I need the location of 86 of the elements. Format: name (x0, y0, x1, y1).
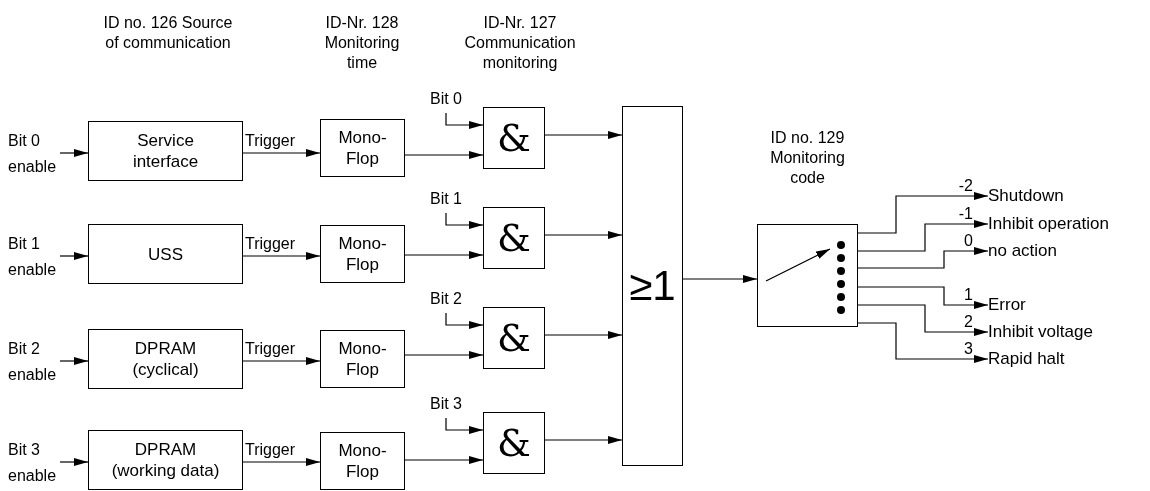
edge-label: Trigger (245, 131, 297, 151)
process-box (88, 329, 243, 389)
and-gate (483, 412, 545, 474)
arrow (857, 192, 989, 234)
process-box (88, 430, 243, 490)
arrow (242, 149, 321, 157)
and-gate (483, 307, 545, 369)
and-symbol: & (497, 319, 531, 357)
edge-label: 2 (963, 312, 973, 332)
node-text: Mono-Flop (337, 440, 388, 482)
arrow (404, 251, 484, 259)
and-symbol: & (497, 424, 531, 462)
arrow (59, 252, 89, 260)
arrow (242, 252, 321, 260)
edge-label: Bit 3 (430, 394, 463, 414)
column-heading: ID-Nr. 127 Communication monitoring (463, 13, 577, 73)
edge-label: Trigger (245, 440, 297, 460)
node-text: enable (8, 365, 57, 385)
arrow (857, 286, 989, 309)
and-gate (483, 207, 545, 269)
edge-label: 1 (963, 285, 973, 305)
and-symbol: & (497, 219, 531, 257)
node-text: Bit 3 (8, 440, 40, 460)
arrow (682, 275, 758, 283)
node-text: Bit 1 (8, 234, 40, 254)
edge-label: Trigger (245, 234, 297, 254)
column-heading: ID-Nr. 128 Monitoring time (323, 13, 401, 73)
arrow (445, 212, 484, 229)
arrow (857, 322, 989, 363)
node-text: enable (8, 157, 57, 177)
and-symbol: & (497, 119, 531, 157)
arrow (59, 458, 89, 466)
arrow (59, 149, 89, 157)
node-text: Mono-Flop (337, 338, 388, 380)
arrow (544, 331, 623, 339)
process-box (88, 121, 243, 181)
process-box (88, 224, 243, 284)
monoflop-box (320, 432, 405, 490)
or-symbol: ≥1 (629, 265, 676, 307)
edge-label: Bit 2 (430, 289, 463, 309)
node-text: DPRAM (cyclical) (131, 338, 200, 380)
arrow (404, 151, 484, 159)
node-text: Bit 0 (8, 131, 40, 151)
column-heading: ID no. 129 Monitoring code (769, 128, 846, 188)
or-gate (622, 106, 683, 466)
monoflop-box (320, 119, 405, 177)
arrow (445, 112, 484, 129)
node-text: USS (148, 243, 183, 265)
edge-label: Bit 0 (430, 89, 463, 109)
node-text: Bit 2 (8, 339, 40, 359)
arrow (857, 220, 989, 252)
node-text: Mono-Flop (337, 127, 388, 169)
node-text: Shutdown (988, 185, 1064, 207)
arrow (404, 351, 484, 359)
arrow (857, 247, 989, 269)
arrow (544, 436, 623, 444)
edge-label: -1 (957, 204, 973, 224)
node-text: enable (8, 466, 57, 486)
edge-label: Trigger (245, 339, 297, 359)
node-text: Rapid halt (988, 348, 1065, 370)
arrow (242, 458, 321, 466)
node-text: Error (988, 294, 1026, 316)
selector-switch-box (757, 224, 858, 327)
and-gate (483, 107, 545, 169)
node-text: Mono-Flop (337, 233, 388, 275)
column-heading: ID no. 126 Source of communication (103, 13, 233, 53)
arrow (544, 131, 623, 139)
node-text: Inhibit voltage (988, 321, 1093, 343)
arrow (404, 456, 484, 464)
monoflop-box (320, 225, 405, 283)
edge-label: Bit 1 (430, 189, 463, 209)
arrow (445, 312, 484, 329)
arrow (445, 417, 484, 434)
node-text: enable (8, 260, 57, 280)
arrow (242, 357, 321, 365)
node-text: Service interface (131, 130, 200, 172)
monoflop-box (320, 330, 405, 388)
node-text: no action (988, 240, 1057, 262)
node-text: DPRAM (working data) (110, 439, 221, 481)
edge-label: 3 (963, 339, 973, 359)
arrow (544, 231, 623, 239)
edge-label: -2 (957, 176, 973, 196)
arrow (857, 304, 989, 336)
arrow (59, 357, 89, 365)
node-text: Inhibit operation (988, 213, 1109, 235)
edge-label: 0 (963, 231, 973, 251)
